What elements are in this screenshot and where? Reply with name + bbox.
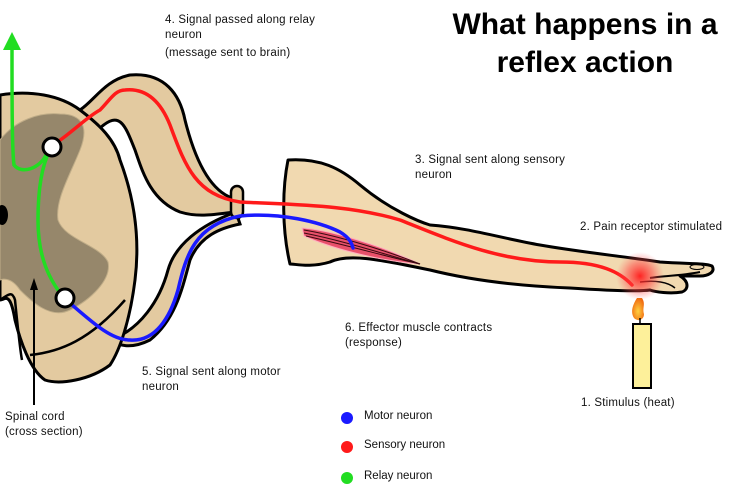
motor-neuron-path	[62, 213, 355, 342]
spinal-cord-label-line2: (cross section)	[5, 426, 83, 438]
motor-dot-icon	[341, 412, 353, 424]
title-line-2: reflex action	[496, 46, 674, 79]
spinal-cord	[0, 73, 245, 384]
step2-label: 2. Pain receptor stimulated	[580, 221, 723, 233]
spinal-cord-label: Spinal cord (cross section)	[5, 410, 83, 440]
legend-item-relay: Relay neuron	[336, 468, 496, 484]
pain-receptor-glow	[616, 252, 664, 300]
step4-line1: 4. Signal passed along relay	[165, 14, 316, 26]
sensory-neuron-path	[48, 88, 634, 287]
synapse-upper	[41, 136, 63, 158]
ventral-fissure	[0, 293, 24, 361]
step4-line3: (message sent to brain)	[165, 47, 291, 59]
page-title: What happens in a reflex action	[420, 6, 750, 82]
step5-line1: 5. Signal sent along motor	[142, 366, 281, 378]
central-canal	[0, 205, 8, 225]
relay-neuron-path	[36, 148, 66, 300]
legend-label: Sensory neuron	[364, 439, 446, 451]
title-line-1: What happens in a	[452, 8, 718, 41]
legend-item-sensory: Sensory neuron	[336, 437, 496, 453]
flame-icon	[632, 298, 644, 321]
synapse-lower	[54, 287, 76, 309]
step3-line1: 3. Signal sent along sensory	[415, 154, 566, 166]
candle	[632, 323, 652, 389]
pointer-arrowhead-icon	[30, 278, 38, 290]
nerve-root-ventral	[106, 210, 242, 348]
step4-label: 4. Signal passed along relay neuron (mes…	[165, 13, 315, 61]
relay-to-brain-path	[10, 46, 48, 172]
step6-line2: (response)	[345, 337, 402, 349]
legend-label: Relay neuron	[364, 470, 433, 482]
legend-item-motor: Motor neuron	[336, 408, 496, 424]
spinal-cord-label-line1: Spinal cord	[5, 411, 65, 423]
relay-dot-icon	[341, 472, 353, 484]
step3-label: 3. Signal sent along sensory neuron	[415, 153, 565, 183]
cord-inner-line	[29, 299, 126, 357]
fingernail	[689, 264, 705, 270]
step5-line2: neuron	[142, 381, 180, 393]
legend-label: Motor neuron	[364, 410, 433, 422]
step5-label: 5. Signal sent along motor neuron	[142, 365, 281, 395]
effector-muscle	[301, 227, 421, 265]
step6-label: 6. Effector muscle contracts (response)	[345, 321, 492, 351]
up-arrow-icon	[3, 32, 21, 50]
step4-line2: neuron	[165, 29, 203, 41]
grey-matter	[0, 113, 109, 314]
step3-line2: neuron	[415, 169, 453, 181]
sensory-dot-icon	[341, 441, 353, 453]
step1-label: 1. Stimulus (heat)	[581, 397, 675, 409]
step6-line1: 6. Effector muscle contracts	[345, 322, 493, 334]
